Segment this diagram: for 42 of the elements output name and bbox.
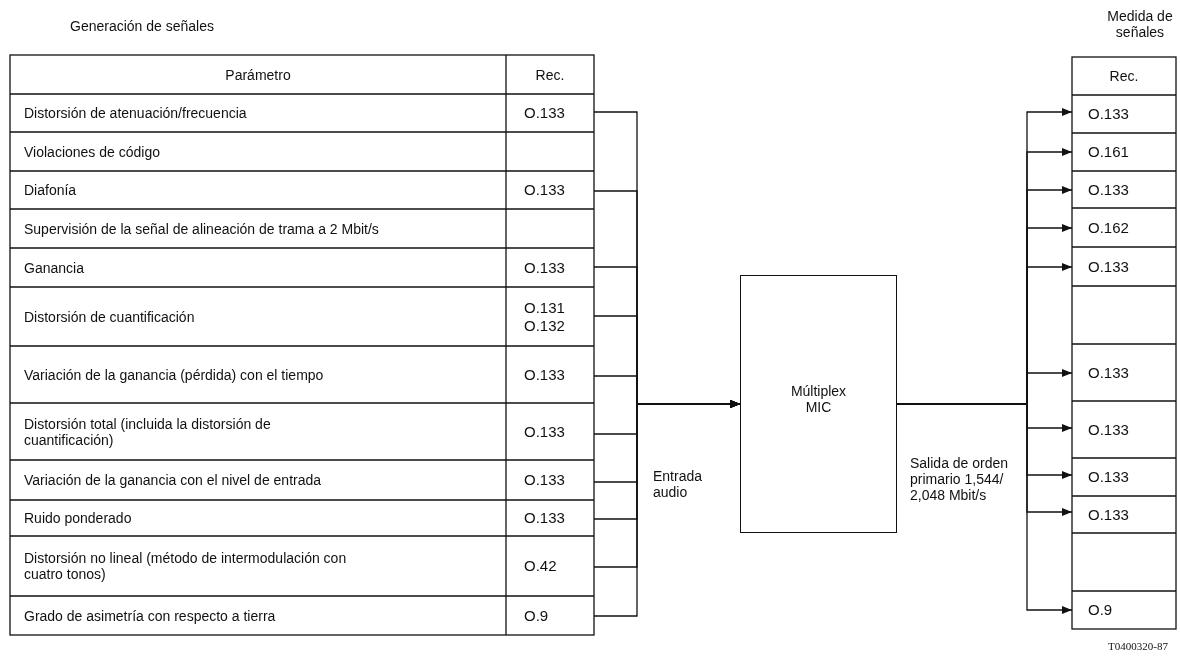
recommendation-code: O.133 bbox=[1088, 505, 1129, 524]
recommendation-code: O.162 bbox=[1088, 218, 1129, 237]
figure-id: T0400320-87 bbox=[1108, 640, 1168, 653]
parameter-name: Ganancia bbox=[24, 259, 84, 276]
parameter-name: Distorsión no lineal (método de intermodulación con cuatro tonos) bbox=[24, 550, 348, 582]
recommendation-code: O.133 bbox=[524, 422, 565, 441]
arrow bbox=[593, 400, 741, 617]
recommendation-code: O.161 bbox=[1088, 143, 1129, 161]
parameter-name: Distorsión de atenuación/frecuencia bbox=[24, 105, 247, 121]
parameter-name: Violaciones de código bbox=[24, 143, 160, 160]
signal-label: Entrada audio bbox=[653, 468, 704, 501]
recommendation-code: O.133 bbox=[524, 258, 565, 277]
column-header: Rec. bbox=[1109, 68, 1139, 84]
parameter-name: Variación de la ganancia con el nivel de entrada bbox=[24, 472, 322, 488]
parameter-name: Distorsión total (incluida la distorsión de cuantificación) bbox=[24, 415, 272, 448]
recommendation-code: O.131 O.132 bbox=[524, 299, 565, 334]
recommendation-code: O.133 bbox=[524, 509, 565, 527]
multiplexer-box: Múltiplex MIC bbox=[740, 275, 897, 533]
recommendation-code: O.42 bbox=[524, 557, 557, 575]
column-header: Rec. bbox=[535, 66, 565, 83]
parameter-name: Distorsión de cuantificación bbox=[24, 308, 195, 325]
section-heading: Medida de señales bbox=[1106, 8, 1174, 41]
recommendation-code: O.133 bbox=[524, 104, 565, 122]
recommendation-code: O.133 bbox=[524, 181, 565, 199]
recommendation-code: O.133 bbox=[524, 365, 565, 384]
parameter-name: Supervisión de la señal de alineación de trama a 2 Mbit/s bbox=[24, 220, 379, 237]
column-header: Parámetro bbox=[225, 66, 291, 83]
recommendation-code: O.133 bbox=[1088, 363, 1129, 382]
parameter-name: Grado de asimetría con respecto a tierra bbox=[24, 607, 276, 624]
section-heading: Generación de señales bbox=[70, 18, 214, 35]
parameter-name: Ruido ponderado bbox=[24, 510, 132, 526]
recommendation-code: O.9 bbox=[524, 606, 549, 625]
parameter-name: Variación de la ganancia (pérdida) con el tiempo bbox=[24, 366, 324, 383]
recommendation-code: O.133 bbox=[1088, 105, 1129, 123]
recommendation-code: O.133 bbox=[1088, 180, 1129, 199]
signal-label: Salida de orden primario 1,544/ 2,048 Mbit/s bbox=[910, 455, 1010, 504]
recommendation-code: O.133 bbox=[1088, 420, 1129, 439]
recommendation-code: O.133 bbox=[1088, 257, 1129, 276]
recommendation-code: O.133 bbox=[524, 471, 565, 489]
parameter-name: Diafonía bbox=[24, 182, 77, 198]
recommendation-code: O.133 bbox=[1088, 468, 1129, 486]
recommendation-code: O.9 bbox=[1088, 601, 1113, 619]
